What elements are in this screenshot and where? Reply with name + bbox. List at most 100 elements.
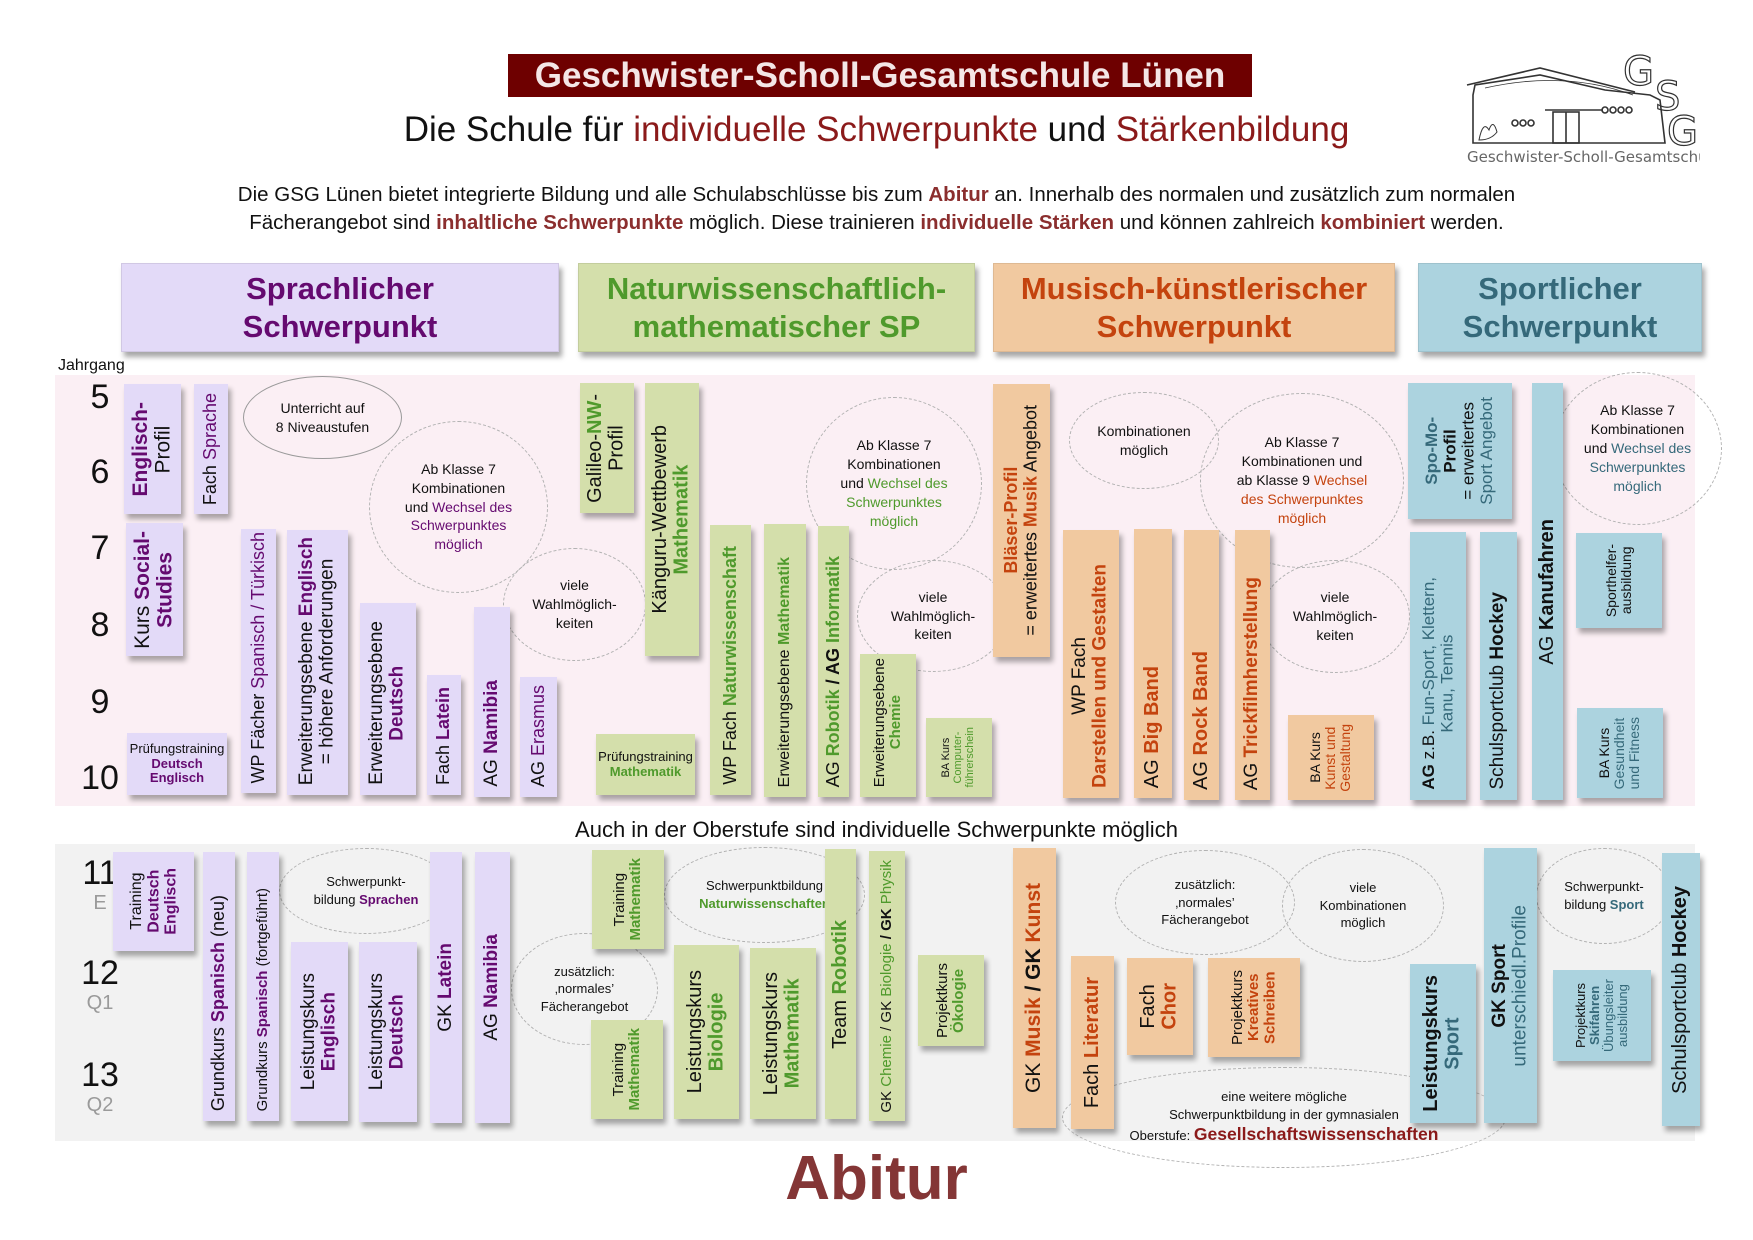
text-segment: Naturwissenschaften bbox=[699, 896, 830, 911]
subtitle: Die Schule für individuelle Schwerpunkte… bbox=[0, 110, 1753, 150]
text-line: AG Erasmus bbox=[528, 685, 548, 787]
bubble-text: zusätzlich:‚normales’Fächerangebot bbox=[541, 963, 628, 1016]
box-text: Fach Literatur bbox=[1081, 977, 1104, 1108]
year-label: 5 bbox=[90, 378, 110, 416]
text-segment: Sprache bbox=[200, 392, 221, 460]
text-segment: = erweitertes bbox=[1020, 527, 1041, 636]
text-segment: Spanisch / Türkisch bbox=[247, 531, 268, 689]
year-label: 7 bbox=[90, 529, 110, 567]
text-segment: möglich bbox=[1277, 509, 1327, 526]
text-segment: Chor bbox=[1159, 983, 1181, 1030]
text-line: AG Trickfilmherstellung bbox=[1241, 577, 1263, 790]
text-segment: Naturwissenschaft bbox=[719, 546, 740, 707]
text-line: Erweiterungsebene bbox=[366, 621, 388, 785]
text-segment: Fächerangebot sind bbox=[249, 211, 437, 234]
sporthelfer-ausbildung-box: Sporthelfer-ausbildung bbox=[1576, 533, 1662, 628]
text-segment: Die GSG Lünen bietet integrierte Bildung… bbox=[237, 183, 929, 206]
box-text: Grundkurs Spanisch (fortgeführt) bbox=[253, 887, 271, 1111]
text-segment: Musik bbox=[1020, 476, 1041, 528]
text-segment: Kombinationen bbox=[411, 479, 506, 496]
text-line: GK Chemie / GK Biologie / GK Physik bbox=[878, 860, 895, 1113]
text-segment: Schreiben bbox=[1261, 971, 1279, 1044]
text-line: Training bbox=[128, 868, 145, 935]
text-segment: Biologie bbox=[705, 992, 728, 1072]
text-line: AG z.B. Fun-Sport, Klettern, bbox=[1419, 577, 1438, 790]
text-line: Leistungskurs bbox=[366, 973, 388, 1090]
fach-literatur-box: Fach Literatur bbox=[1071, 956, 1114, 1129]
text-line: keiten bbox=[891, 625, 975, 644]
text-line: Deutsch bbox=[387, 973, 409, 1090]
box-text: GK Chemie / GK Biologie / GK Physik bbox=[878, 860, 895, 1113]
text-segment: viele bbox=[560, 577, 589, 594]
text-segment: Training bbox=[610, 872, 628, 927]
text-segment: Spanisch bbox=[208, 941, 229, 1022]
box-text: AG Erasmus bbox=[528, 685, 548, 787]
box-text: Team Robotik bbox=[828, 919, 852, 1049]
text-line: Bläser-Profil bbox=[1001, 405, 1021, 636]
text-segment: Ab Klasse 7 bbox=[421, 460, 496, 477]
text-segment: Namibia bbox=[480, 680, 502, 755]
englisch-profil-box: Englisch-Profil bbox=[124, 384, 181, 514]
text-segment: Kombinationen bbox=[847, 456, 941, 473]
text-line: unterschiedl.Profile bbox=[1510, 905, 1532, 1067]
text-segment: Ökologie bbox=[950, 968, 967, 1033]
text-segment: ‚normales’ bbox=[1175, 894, 1235, 910]
text-line: Deutsch bbox=[145, 868, 162, 935]
text-segment: Chemie bbox=[887, 695, 904, 750]
text-line: = höhere Anforderungen bbox=[317, 537, 339, 785]
box-text: AG Big Band bbox=[1141, 666, 1164, 788]
text-segment: Wechsel des bbox=[867, 475, 948, 492]
text-line: ‚normales’ bbox=[1161, 894, 1248, 912]
text-segment: zusätzlich: bbox=[554, 963, 615, 979]
text-line: Schwerpunkt- bbox=[1564, 878, 1644, 896]
text-segment: bildung bbox=[1564, 897, 1610, 912]
text-segment: = erweitertes bbox=[1459, 402, 1478, 500]
text-segment: Informatik bbox=[822, 555, 843, 643]
bubble-text: Schwerpunkt-bildung Sprachen bbox=[314, 873, 419, 908]
text-segment: Erweiterungsebene bbox=[870, 657, 888, 787]
text-segment: Grundkurs bbox=[253, 1036, 271, 1111]
text-segment: Robotik bbox=[822, 688, 843, 756]
text-line: viele bbox=[532, 576, 616, 595]
text-segment: Robotik bbox=[828, 919, 851, 994]
text-segment: Prüfungstraining bbox=[129, 740, 225, 756]
intro-text: Die GSG Lünen bietet integrierte Bildung… bbox=[0, 181, 1753, 237]
text-line: Schwerpunktbildung bbox=[699, 877, 830, 895]
stage-label: Q2 bbox=[86, 1094, 114, 1116]
text-line: und Fitness bbox=[1627, 717, 1643, 789]
logo-letter: S bbox=[1655, 74, 1680, 120]
text-line: Wahlmöglich- bbox=[891, 607, 975, 626]
box-text: Fach Latein bbox=[433, 687, 453, 785]
text-segment: (fortgeführt) bbox=[253, 887, 271, 971]
text-segment: Kombinationen und bbox=[1241, 453, 1363, 470]
bubble-text: Schwerpunkt-bildung Sport bbox=[1564, 878, 1644, 913]
box-text: Sporthelfer-ausbildung bbox=[1603, 544, 1634, 617]
text-segment: Hockey bbox=[1669, 885, 1692, 957]
stage-label: E bbox=[93, 892, 107, 914]
text-line: Projektkurs bbox=[1229, 970, 1246, 1045]
text-segment: Team bbox=[828, 993, 851, 1049]
text-segment: Schwerpunkt- bbox=[1564, 879, 1644, 895]
text-line: Schulsportclub Hockey bbox=[1669, 885, 1692, 1094]
text-segment: Kombinationen bbox=[1097, 422, 1191, 439]
logo-letter: G bbox=[1623, 49, 1654, 95]
text-segment: keiten bbox=[555, 614, 594, 631]
text-segment: Leistungskurs bbox=[1420, 975, 1443, 1112]
text-segment: und bbox=[404, 498, 433, 515]
text-line: möglich bbox=[405, 535, 512, 554]
